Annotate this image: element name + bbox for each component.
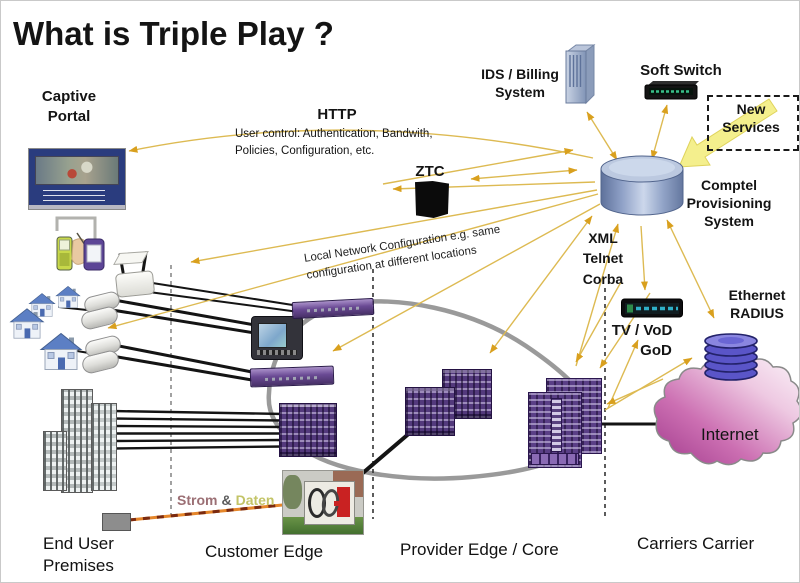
junction-box-icon — [102, 513, 131, 531]
http-label: HTTP — [317, 106, 357, 123]
internet-cloud — [653, 356, 799, 466]
provider-edge-core-label: Provider Edge / Core — [400, 540, 559, 559]
ethernet-radius-label: Ethernet RADIUS — [728, 287, 786, 322]
new-services-arrow — [678, 98, 778, 168]
carriers-carrier-label: Carriers Carrier — [637, 534, 755, 553]
captive-portal-screenshot — [28, 148, 126, 210]
customer-edge-label: Customer Edge — [205, 542, 324, 561]
strom-daten-label: Strom&Daten — [177, 491, 274, 509]
portal-taskbar — [29, 205, 125, 209]
ztc-label: ZTC — [415, 163, 445, 180]
handheld-devices-icon — [37, 215, 113, 273]
page-title: What is Triple Play ? — [13, 15, 334, 52]
soft-switch-label: Soft Switch — [640, 62, 722, 79]
house-icon — [9, 307, 45, 340]
amp-text: & — [221, 492, 232, 508]
office-buildings-icon — [43, 387, 117, 499]
portal-photo — [35, 156, 119, 185]
ztc-box-icon — [415, 181, 449, 218]
radius-disk-stack-icon — [703, 327, 759, 381]
daten-text: Daten — [235, 492, 275, 508]
portal-text-lines — [43, 189, 105, 201]
user-control-note: User control: Authentication, Bandwith, … — [235, 128, 433, 157]
strom-text: Strom — [177, 492, 218, 508]
provision-arrows — [107, 104, 715, 411]
internet-label: Internet — [701, 425, 759, 444]
strom-daten-cable — [128, 501, 304, 522]
tv-vod-label: TV / VoD — [611, 322, 673, 339]
new-services-box — [707, 95, 799, 151]
xml-telnet-corba-label: XML Telnet Corba — [582, 230, 624, 287]
street-cabinet-photo — [282, 470, 364, 535]
black-cables — [58, 281, 690, 480]
provider-edge-rack-icon — [405, 387, 455, 436]
provisioning-database-icon — [598, 150, 686, 222]
laptop-frame-icon — [55, 216, 97, 245]
tv-vod-device-icon — [621, 297, 683, 319]
house-icon — [39, 331, 83, 372]
ids-billing-tower-icon — [562, 43, 598, 109]
god-label: GoD — [640, 342, 672, 359]
soft-switch-device-icon — [644, 80, 700, 101]
new-services-label: New Services — [722, 101, 780, 136]
core-chassis-icon — [528, 378, 602, 468]
wifi-access-point-icon — [114, 270, 156, 298]
end-user-premises-label: End User Premises — [43, 534, 114, 576]
comptel-label: Comptel Provisioning System — [686, 177, 772, 230]
ids-billing-label: IDS / Billing System — [481, 66, 559, 101]
dslam-device-icon — [251, 316, 303, 360]
edge-switch-icon — [249, 365, 335, 388]
captive-portal-label: Captive Portal — [41, 88, 97, 125]
house-icon — [55, 285, 81, 309]
customer-edge-rack-icon — [279, 403, 337, 457]
